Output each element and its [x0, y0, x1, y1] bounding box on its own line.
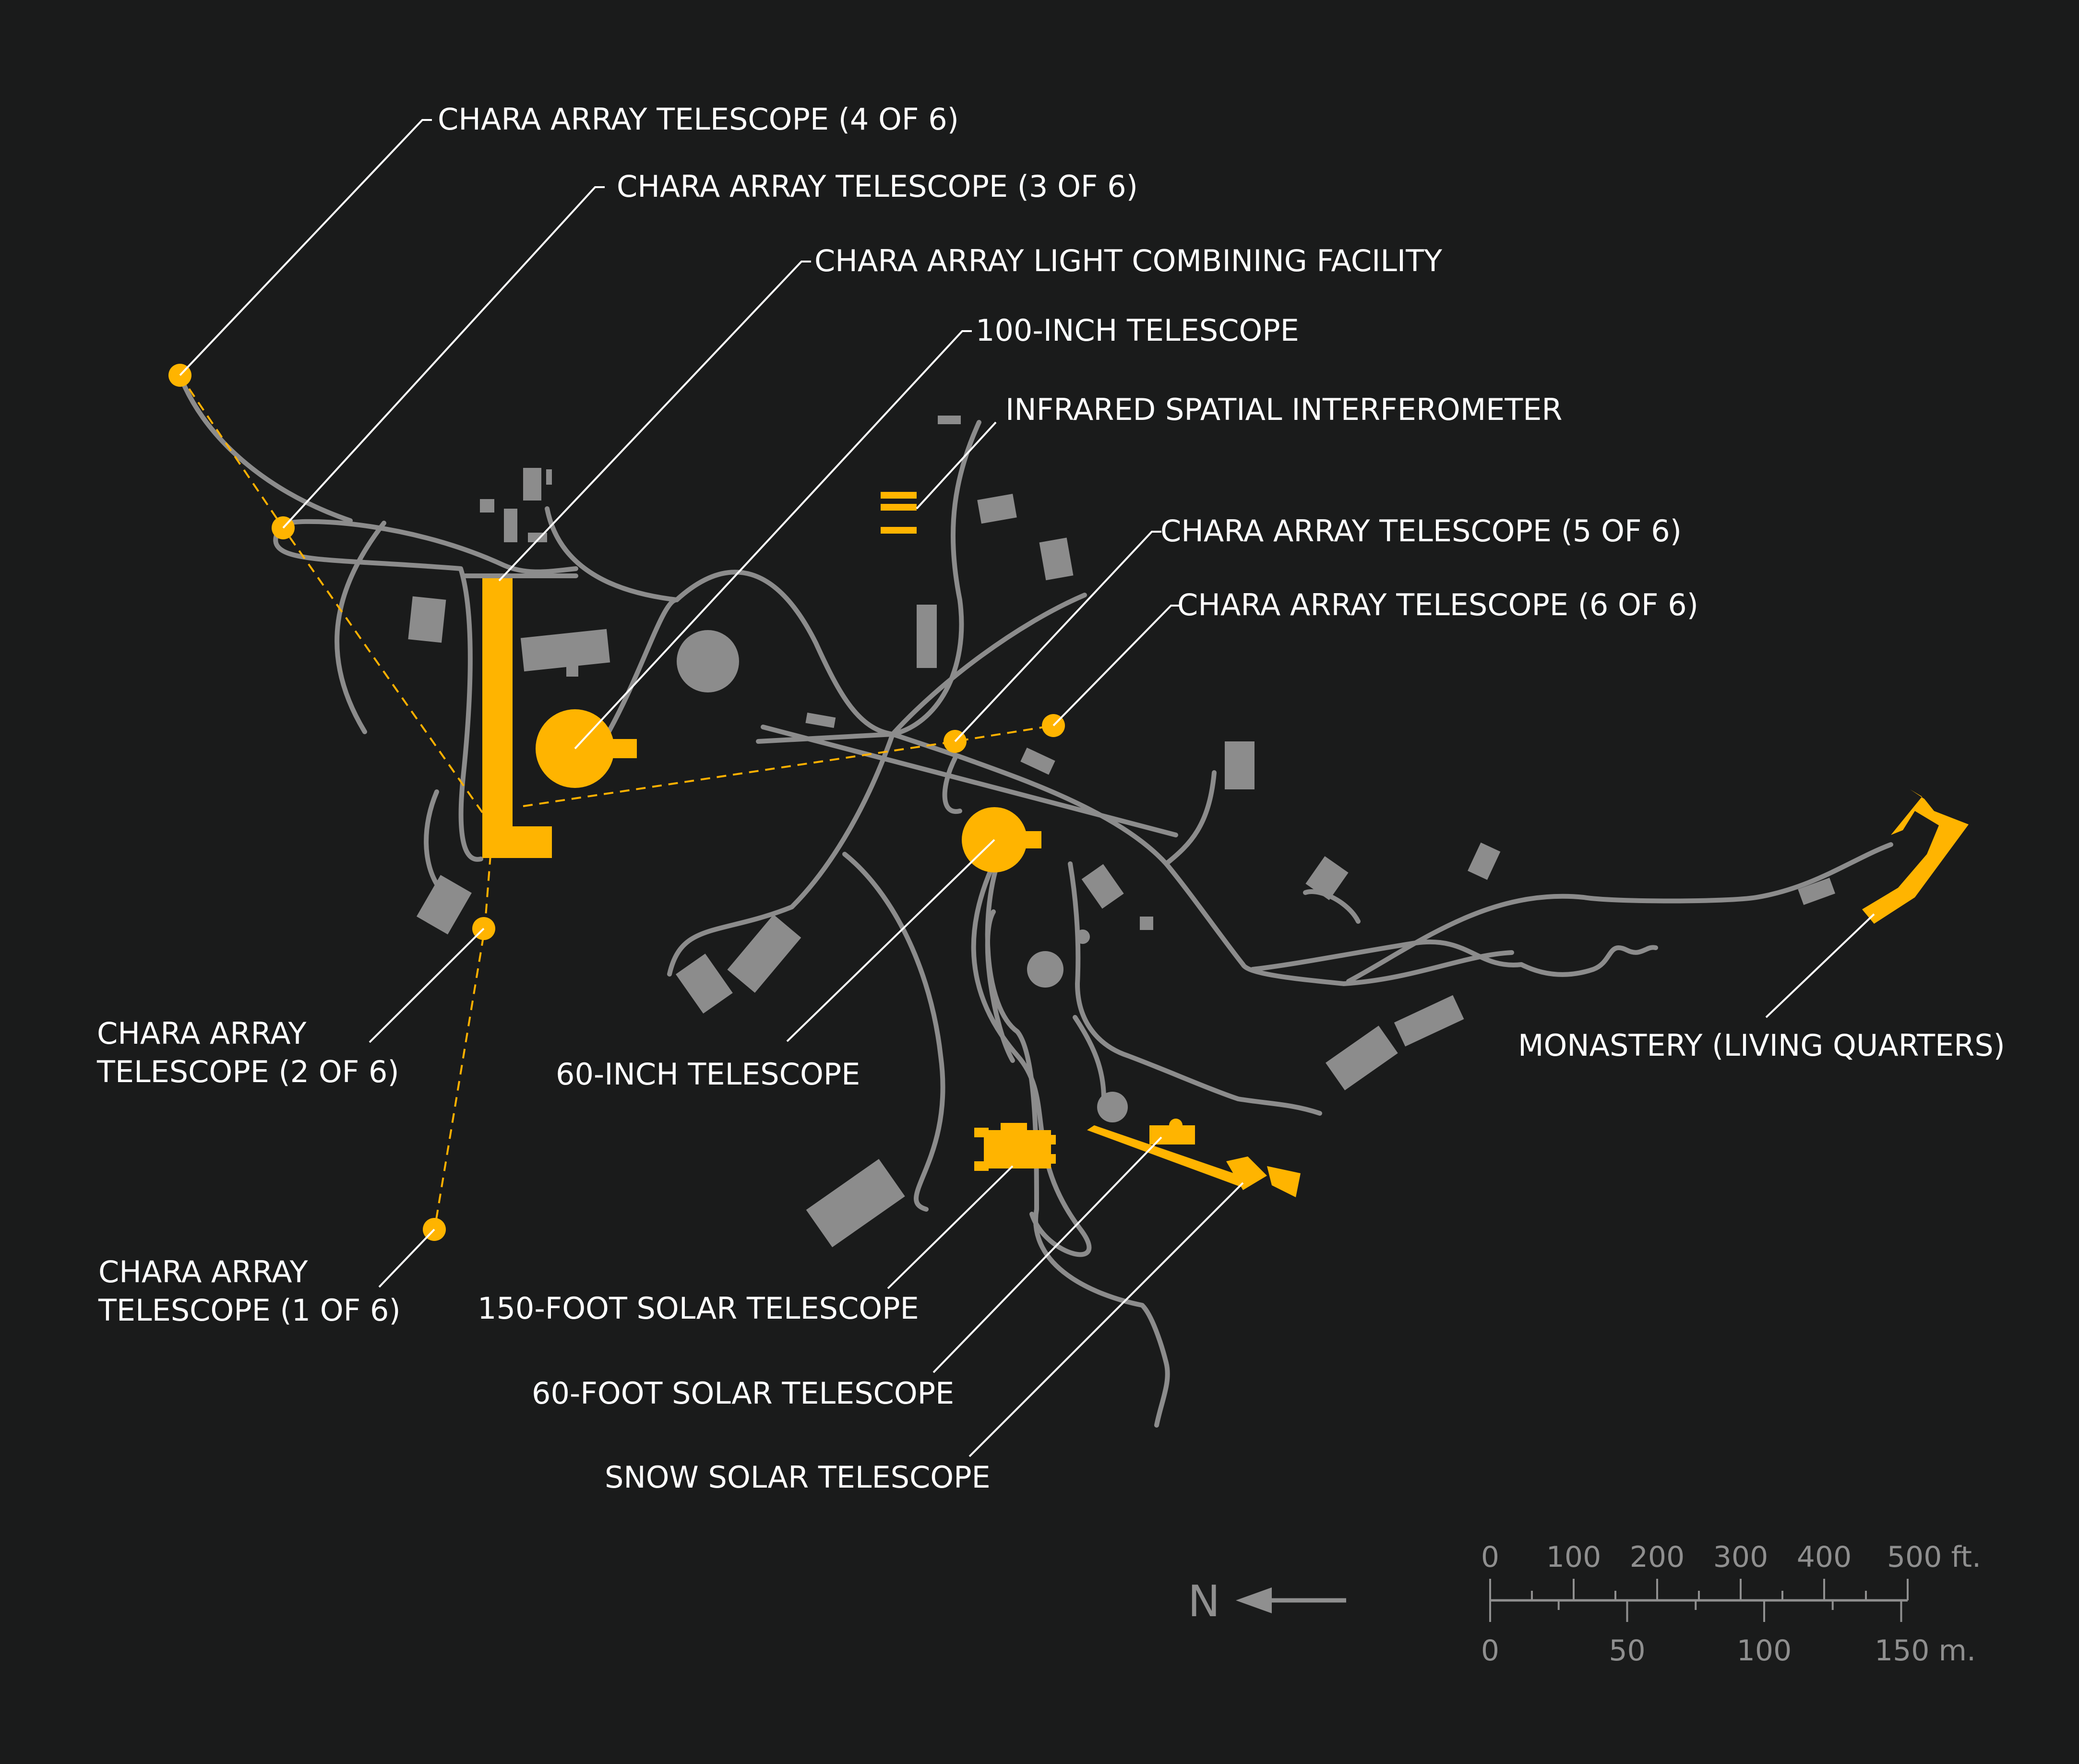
feet-tick-label: 200 — [1630, 1540, 1685, 1574]
infrared-spatial-interferometer — [881, 492, 917, 534]
feet-tick-label: 400 — [1797, 1540, 1852, 1574]
road-network — [178, 373, 1893, 1428]
label-chara-1-line2: TELESCOPE (1 OF 6) — [98, 1293, 401, 1328]
label-chara-1-line1: CHARA ARRAY — [98, 1254, 308, 1289]
60-foot-solar-telescope — [1087, 1119, 1248, 1188]
label-60-foot-solar-telescope: 60-FOOT SOLAR TELESCOPE — [532, 1376, 954, 1411]
label-chara-4: CHARA ARRAY TELESCOPE (4 OF 6) — [438, 102, 959, 137]
arrow-left-icon — [1236, 1587, 1346, 1613]
feet-tick-label: 100 — [1546, 1540, 1601, 1574]
map-labels: CHARA ARRAY TELESCOPE (4 OF 6) CHARA ARR… — [96, 102, 2005, 1495]
label-monastery: MONASTERY (LIVING QUARTERS) — [1518, 1028, 2005, 1063]
label-light-combining-facility: CHARA ARRAY LIGHT COMBINING FACILITY — [814, 243, 1442, 278]
meter-tick-label: 150 m. — [1875, 1634, 1976, 1668]
scale-bar: 0 100 200 300 400 500 ft. 0 50 100 150 m. — [1481, 1540, 1981, 1668]
light-combining-facility — [482, 578, 552, 858]
label-chara-3: CHARA ARRAY TELESCOPE (3 OF 6) — [617, 169, 1138, 204]
label-100-inch-telescope: 100-INCH TELESCOPE — [976, 313, 1299, 348]
feet-ticks: 0 100 200 300 400 500 ft. — [1481, 1540, 1981, 1600]
north-letter: N — [1188, 1576, 1220, 1627]
feet-tick-label: 0 — [1481, 1540, 1499, 1574]
label-chara-6: CHARA ARRAY TELESCOPE (6 OF 6) — [1177, 587, 1698, 622]
label-infrared-spatial-interferometer: INFRARED SPATIAL INTERFEROMETER — [1005, 392, 1563, 427]
snow-solar-telescope — [1226, 1156, 1301, 1197]
meter-tick-label: 50 — [1609, 1634, 1645, 1668]
meter-ticks: 0 50 100 150 m. — [1481, 1600, 1976, 1668]
other-buildings — [408, 416, 1836, 1248]
leader-lines — [179, 119, 1875, 1457]
feet-tick-label: 300 — [1713, 1540, 1768, 1574]
label-chara-2-line1: CHARA ARRAY — [97, 1016, 307, 1051]
north-arrow: N — [1188, 1576, 1346, 1627]
monastery — [1862, 789, 1969, 924]
label-snow-solar-telescope: SNOW SOLAR TELESCOPE — [605, 1460, 991, 1495]
label-60-inch-telescope: 60-INCH TELESCOPE — [556, 1057, 860, 1092]
telescopes — [168, 364, 1969, 1241]
meter-tick-label: 0 — [1481, 1634, 1499, 1668]
feet-tick-label: 500 ft. — [1887, 1540, 1981, 1574]
label-150-foot-solar-telescope: 150-FOOT SOLAR TELESCOPE — [478, 1291, 919, 1326]
label-chara-2-line2: TELESCOPE (2 OF 6) — [96, 1054, 399, 1089]
150-foot-solar-telescope — [974, 1123, 1056, 1171]
meter-tick-label: 100 — [1737, 1634, 1792, 1668]
label-chara-5: CHARA ARRAY TELESCOPE (5 OF 6) — [1160, 513, 1682, 548]
